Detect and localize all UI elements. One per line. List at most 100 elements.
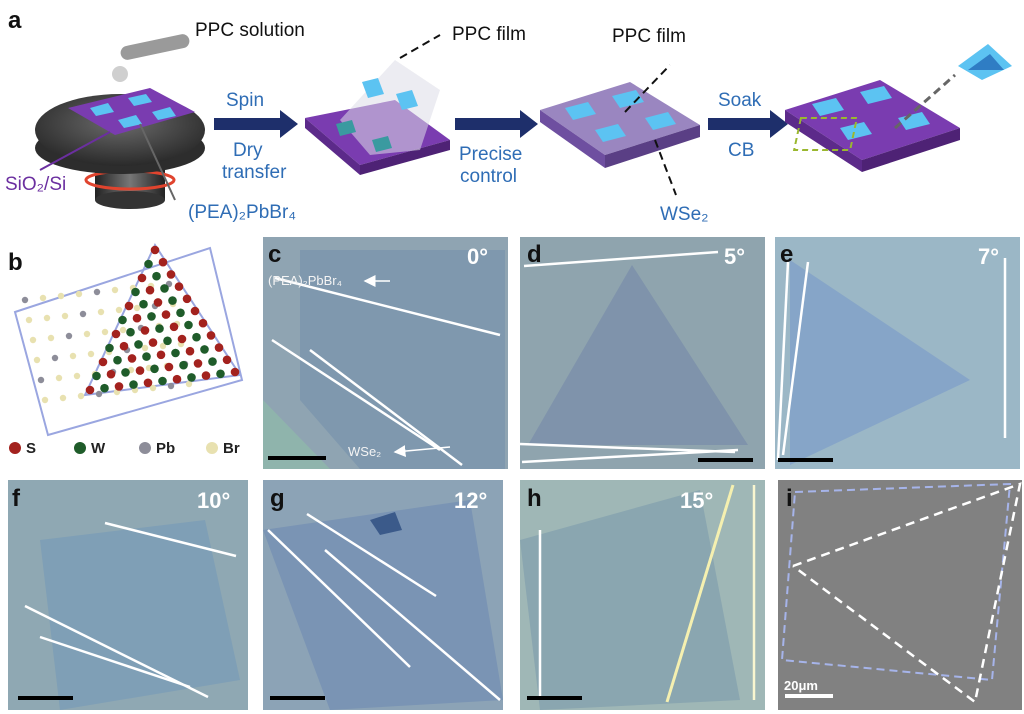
label-wse2-micro: WSe₂: [348, 444, 381, 459]
atom: [152, 271, 161, 281]
atom: [119, 326, 127, 334]
label-ppc-film-2: PPC film: [612, 26, 686, 47]
atom: [182, 294, 192, 304]
atom: [59, 394, 67, 402]
panel-i: 20μm i: [778, 480, 1022, 710]
legend-swatch-br: [206, 442, 218, 454]
atom: [185, 380, 193, 388]
atom: [87, 350, 95, 358]
legend-s: S: [26, 440, 36, 457]
atom: [61, 312, 69, 320]
atom: [153, 298, 163, 307]
atom: [141, 344, 149, 352]
atom: [127, 354, 137, 363]
atom: [185, 346, 195, 356]
label-dry: Dry: [233, 140, 263, 161]
atom: [41, 396, 49, 404]
atom: [111, 329, 121, 339]
atom: [69, 352, 77, 360]
panel-e: e 7°: [775, 237, 1020, 469]
atom: [172, 374, 182, 384]
atom: [83, 330, 91, 338]
scale-bar-i: [785, 694, 833, 698]
atom: [75, 290, 83, 298]
spin-coater-illustration: [35, 34, 205, 209]
label-spin: Spin: [226, 90, 264, 111]
atom: [144, 259, 153, 269]
atom: [179, 360, 188, 370]
atom: [92, 371, 101, 381]
panel-label-h: h: [527, 485, 542, 512]
atom: [156, 350, 166, 360]
atom: [95, 390, 103, 398]
panel-label-b: b: [8, 249, 23, 276]
panel-d: d 5°: [519, 237, 765, 469]
atom: [193, 359, 203, 368]
sem-image-i: [778, 480, 1022, 710]
atom: [134, 340, 143, 349]
legend-pb: Pb: [156, 440, 175, 457]
atom: [137, 273, 147, 283]
label-ppc-solution: PPC solution: [195, 20, 305, 41]
dry-transfer-illustration: [305, 60, 450, 175]
panel-label-d: d: [527, 241, 542, 268]
panel-g: g 12°: [263, 480, 503, 710]
atom: [113, 355, 122, 365]
atom: [171, 348, 180, 358]
panel-label-g: g: [270, 485, 285, 512]
atom: [133, 304, 141, 312]
atom: [111, 286, 119, 294]
label-control: control: [460, 166, 517, 187]
atom: [150, 364, 159, 374]
angle-e: 7°: [978, 244, 999, 269]
atom: [166, 270, 176, 279]
atom: [164, 362, 174, 372]
scale-bar-f: [18, 696, 73, 700]
atom: [216, 369, 225, 379]
atom: [140, 326, 150, 335]
atom: [176, 308, 185, 318]
scale-bar-e: [778, 458, 833, 462]
atom: [143, 378, 153, 388]
atom: [201, 371, 211, 380]
label-sio2-si: SiO₂/Si: [5, 174, 66, 195]
atom: [169, 322, 179, 332]
atom: [114, 382, 124, 391]
atom: [132, 313, 142, 323]
label-transfer: transfer: [222, 162, 287, 183]
atom: [190, 306, 200, 316]
label-pea-pbbr4: (PEA)₂PbBr₄: [188, 202, 296, 223]
atom: [21, 296, 29, 304]
arrow-precise-control: [455, 110, 538, 138]
atom: [126, 327, 135, 337]
scale-bar-h: [527, 696, 582, 700]
panel-c: (PEA)₂PbBr₄ WSe₂ c 0°: [263, 237, 508, 469]
substrate-wafer: [68, 88, 195, 135]
aligned-stack-illustration: [540, 82, 700, 168]
atom: [142, 352, 151, 361]
atom: [158, 257, 168, 267]
atom: [135, 366, 145, 375]
label-wse2: WSe₂: [660, 204, 709, 225]
atom: [184, 320, 193, 330]
atom: [124, 301, 134, 311]
atom: [198, 318, 208, 328]
atom: [47, 334, 55, 342]
atom: [214, 343, 224, 352]
atom: [149, 384, 157, 392]
atom: [39, 294, 47, 302]
panel-h: h 15°: [520, 480, 765, 710]
atom: [121, 368, 130, 377]
label-soak: Soak: [718, 90, 762, 111]
atom: [155, 324, 164, 333]
atom: [129, 380, 138, 389]
atom: [77, 392, 85, 400]
atom: [187, 373, 196, 382]
atom: [57, 292, 65, 300]
final-heterostructure-illustration: [785, 44, 1012, 172]
legend-swatch-pb: [139, 442, 151, 454]
legend-br: Br: [223, 440, 240, 457]
atom: [158, 376, 167, 386]
angle-f: 10°: [197, 488, 230, 513]
atom: [29, 336, 37, 344]
